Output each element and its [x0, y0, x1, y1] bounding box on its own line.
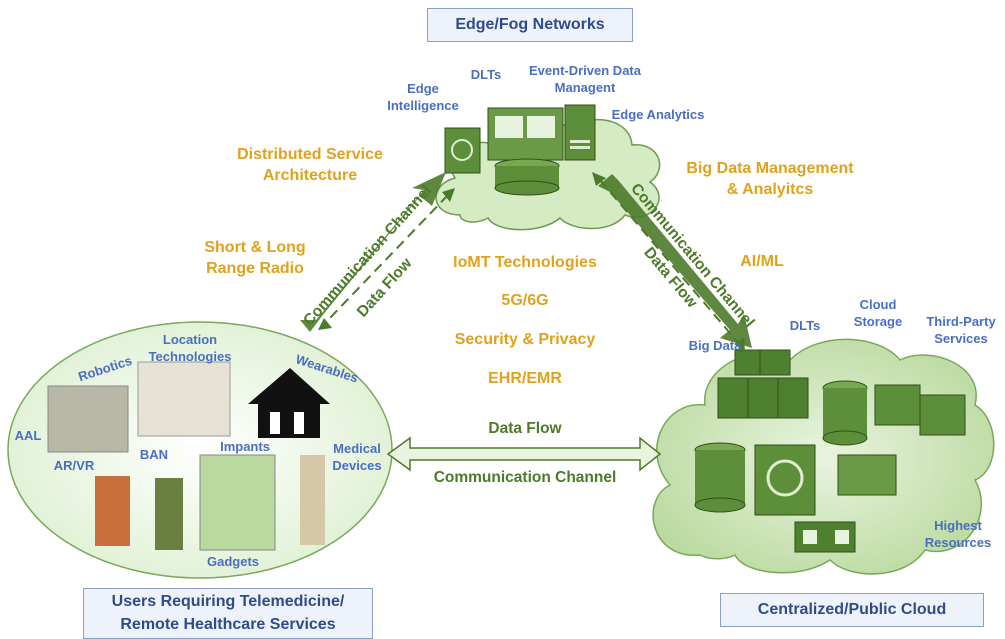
label-location: Location Technologies	[148, 332, 232, 364]
users-title-line2: Remote Healthcare Services	[120, 616, 336, 633]
edge-title: Edge/Fog Networks	[455, 16, 605, 33]
edge-device-icon	[444, 104, 596, 196]
cloud-title: Centralized/Public Cloud	[757, 601, 947, 618]
label-5g6g: 5G/6G	[501, 292, 549, 309]
label-horiz-comm-channel: Communication Channel	[433, 469, 617, 486]
label-distributed: Distributed Service Architecture	[237, 146, 383, 184]
users-illustrations	[47, 361, 330, 551]
label-security: Security & Privacy	[454, 331, 596, 348]
label-ai-ml: AI/ML	[740, 253, 784, 270]
users-title-box: Users Requiring Telemedicine/ Remote Hea…	[83, 588, 373, 639]
users-title-line1: Users Requiring Telemedicine/	[111, 593, 345, 610]
arrow-edge-users	[300, 172, 455, 332]
edge-title-box: Edge/Fog Networks	[427, 8, 633, 42]
label-short-long: Short & Long Range Radio	[204, 239, 306, 277]
label-event-driven: Event-Driven Data Managent	[529, 63, 641, 95]
label-ban: BAN	[139, 447, 169, 462]
label-iomt: IoMT Technologies	[453, 254, 597, 271]
label-ar-vr: AR/VR	[53, 458, 95, 473]
label-horiz-data-flow: Data Flow	[488, 420, 562, 437]
label-gadgets: Gadgets	[206, 554, 259, 569]
label-cloud-storage: Cloud Storage	[853, 297, 903, 329]
label-big-data-mgmt: Big Data Management & Analyitcs	[686, 160, 854, 198]
arrow-edge-cloud	[592, 172, 752, 352]
label-aal: AAL	[14, 428, 42, 443]
label-third-party: Third-Party Services	[926, 314, 996, 346]
label-big-data: Big Data	[688, 338, 742, 353]
label-medical-devices: Medical Devices	[332, 441, 382, 473]
label-cloud-dlts: DLTs	[789, 318, 821, 333]
label-edge-dlts: DLTs	[470, 67, 502, 82]
arrow-users-cloud	[386, 436, 662, 472]
label-ehr: EHR/EMR	[488, 370, 562, 387]
label-edge-analytics: Edge Analytics	[611, 107, 705, 122]
cloud-title-box: Centralized/Public Cloud	[720, 593, 984, 627]
cloud-servers-icon	[694, 349, 966, 553]
label-highest-resources: Highest Resources	[924, 518, 992, 550]
label-edge-intelligence: Edge Intelligence	[387, 81, 459, 113]
label-impants: Impants	[220, 439, 270, 454]
